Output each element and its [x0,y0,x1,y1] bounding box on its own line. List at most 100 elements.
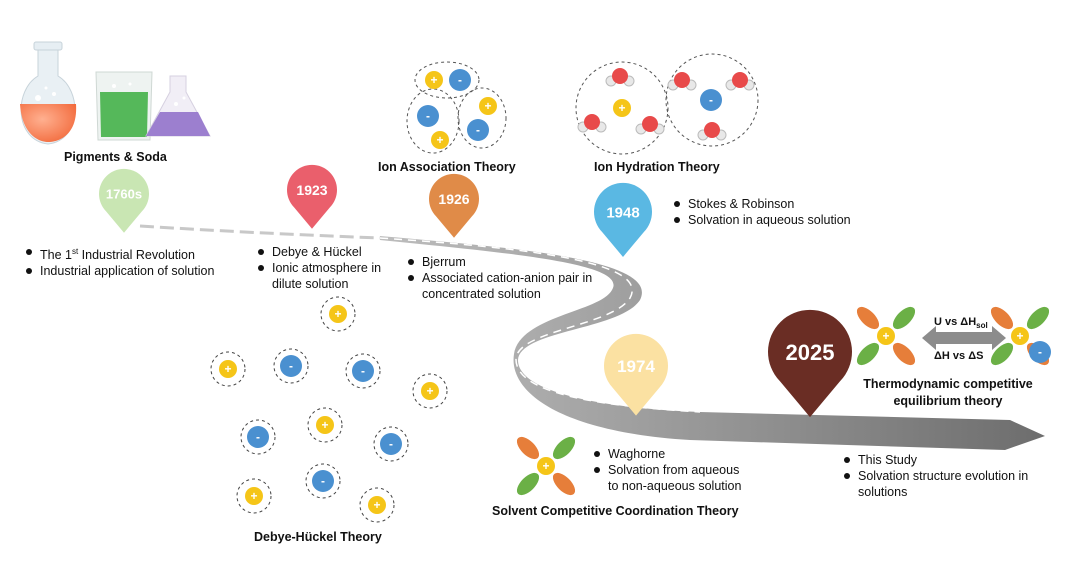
cation-icon: + [210,351,246,387]
point-2025-2: Solvation structure evolution in solutio… [842,468,1042,500]
road-curve [380,236,1045,450]
year-label-1760s: 1760s [106,187,142,202]
svg-text:-: - [426,109,430,123]
cation-icon: + [431,131,449,149]
year-marker-1948: 1948 [593,182,652,257]
water-molecule-icon [697,122,727,141]
points-1760s: The 1st Industrial Revolution Industrial… [24,244,214,279]
svg-text:+: + [334,307,341,321]
anion-icon: - [417,105,439,127]
svg-text:+: + [426,384,433,398]
year-markers: 1760s 1923 1926 1948 1974 2025 [99,164,853,418]
anion-icon: - [305,463,341,499]
point-2025-1: This Study [842,452,1042,468]
points-1926: Bjerrum Associated cation-anion pair in … [406,254,596,302]
point-1926-2: Associated cation-anion pair in concentr… [406,270,596,302]
year-marker-1974: 1974 [604,333,668,416]
water-molecule-icon [635,116,665,135]
svg-text:+: + [250,489,257,503]
point-1948-2: Solvation in aqueous solution [672,212,851,228]
svg-text:+: + [373,498,380,512]
year-label-2025: 2025 [786,340,835,365]
water-molecule-icon [725,72,755,91]
cation-icon: + [613,99,631,117]
svg-text:-: - [321,474,325,488]
title-ion-hydration: Ion Hydration Theory [594,160,720,174]
points-1948: Stokes & Robinson Solvation in aqueous s… [672,196,851,228]
anion-icon: - [240,419,276,455]
cation-icon: + [425,71,443,89]
svg-text:+: + [321,418,328,432]
points-1974: Waghorne Solvation from aqueous to non-a… [592,446,752,494]
svg-text:+: + [484,99,491,113]
beaker-green-icon [95,71,153,141]
thermo-equilibrium-illustration: + +- [856,306,1051,366]
svg-text:-: - [389,437,393,451]
svg-text:-: - [361,364,365,378]
point-1923-1: Debye & Hückel [256,244,396,260]
cation-icon: + [359,487,395,523]
comparison-top-label: U vs ΔHsol [934,316,988,331]
solvated-cation-icon: +- [990,306,1051,366]
point-1926-1: Bjerrum [406,254,596,270]
svg-text:+: + [430,73,437,87]
debye-huckel-illustration: + + - - + + - - - + + [210,296,448,523]
svg-text:-: - [289,359,293,373]
point-1948-1: Stokes & Robinson [672,196,851,212]
anion-icon: - [467,119,489,141]
point-1760s-2: Industrial application of solution [24,263,214,279]
svg-text:-: - [476,123,480,137]
title-ion-association: Ion Association Theory [378,160,516,174]
flask-red-icon [20,41,77,145]
title-thermodynamic: Thermodynamic competitive equilibrium th… [863,377,1033,408]
cation-icon: + [479,97,497,115]
glassware-group [20,41,211,145]
cation-icon: + [412,373,448,409]
title-debye-huckel: Debye-Hückel Theory [254,530,382,544]
year-label-1948: 1948 [606,204,639,221]
solvated-cation-icon: + [516,436,576,496]
title-solvent-competitive: Solvent Competitive Coordination Theory [492,504,739,518]
solvent-coordination-illustration: + [516,436,576,496]
svg-text:-: - [458,73,462,87]
point-1923-2: Ionic atmosphere in dilute solution [256,260,396,292]
year-label-1923: 1923 [296,182,327,198]
svg-text:+: + [436,133,443,147]
year-label-1974: 1974 [617,357,655,376]
title-pigments-soda: Pigments & Soda [64,150,167,164]
point-1760s-1: The 1st Industrial Revolution [24,244,214,263]
water-molecule-icon [667,72,697,91]
svg-text:+: + [224,362,231,376]
year-marker-2025: 2025 [768,309,853,418]
anion-icon: - [345,353,381,389]
anion-icon: - [449,69,471,91]
year-label-1926: 1926 [438,191,469,207]
water-molecule-icon [577,114,607,133]
points-1923: Debye & Hückel Ionic atmosphere in dilut… [256,244,396,292]
anion-icon: - [273,348,309,384]
svg-text:-: - [1038,345,1042,359]
timeline-road [139,224,1045,450]
anion-icon: - [700,89,722,111]
point-1974-2: Solvation from aqueous to non-aqueous so… [592,462,752,494]
cation-icon: + [236,478,272,514]
year-marker-1926: 1926 [429,173,479,238]
svg-text:-: - [256,430,260,444]
points-2025: This Study Solvation structure evolution… [842,452,1042,500]
solvated-cation-icon: + [856,306,916,366]
flask-purple-icon [145,75,211,137]
svg-text:-: - [709,93,713,107]
svg-text:+: + [542,459,549,473]
anion-icon: - [373,426,409,462]
comparison-bottom-label: ΔH vs ΔS [934,350,984,362]
cation-icon: + [307,407,343,443]
double-arrow-icon [922,326,1006,350]
cation-icon: + [320,296,356,332]
point-1974-1: Waghorne [592,446,752,462]
year-marker-1760s: 1760s [99,168,149,233]
water-molecule-icon [605,68,635,87]
ion-association-illustration: + - - + + - [406,61,507,154]
svg-text:+: + [1016,329,1023,343]
